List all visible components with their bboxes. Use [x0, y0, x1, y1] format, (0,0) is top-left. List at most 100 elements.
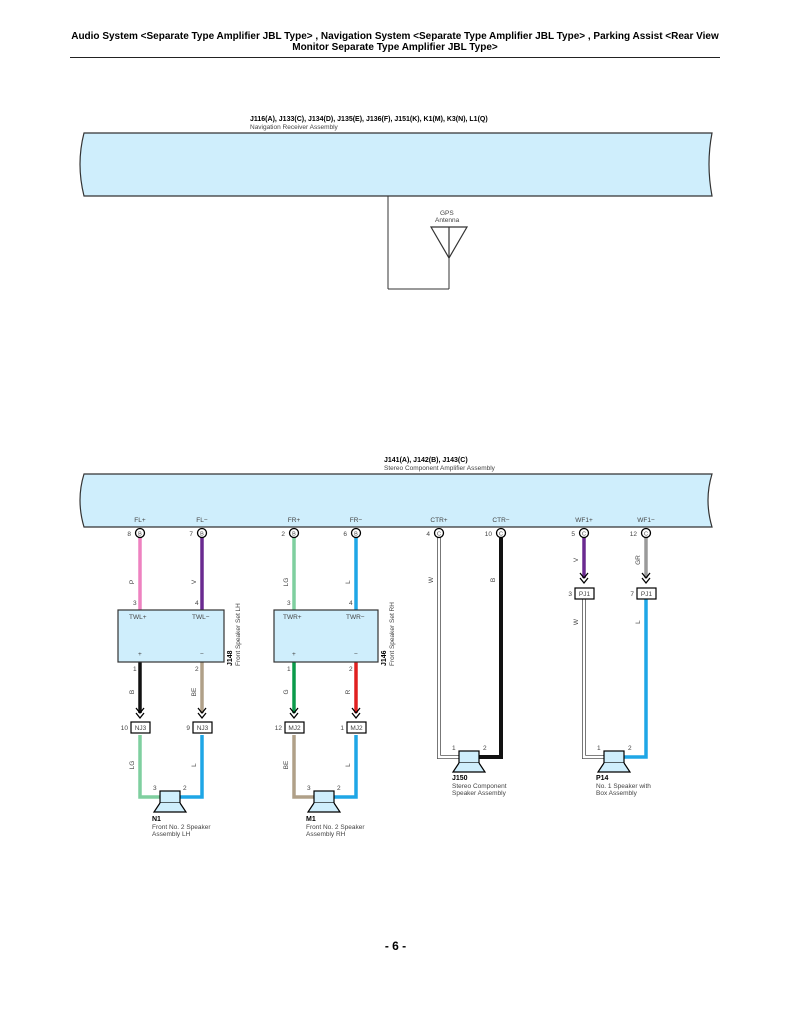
- terminal-pin: 12: [630, 531, 638, 538]
- amplifier-name: Stereo Component Amplifier Assembly: [384, 465, 496, 472]
- junction-pj1-a: PJ1 3: [568, 587, 595, 600]
- speaker-p14-line1: No. 1 Speaker with: [596, 783, 651, 790]
- speaker-n1-icon: [152, 790, 188, 813]
- wire-label-fr-minus: L: [345, 580, 352, 584]
- junction-pj1-b: PJ1 7: [630, 587, 657, 600]
- speaker-p14-code: P14: [596, 775, 609, 782]
- junction-label: NJ3: [197, 725, 209, 732]
- speaker-set-lh-pin-4: 4: [195, 600, 199, 607]
- nav-receiver-name: Navigation Receiver Assembly: [250, 124, 339, 131]
- junction-arrows: [135, 572, 651, 720]
- junction-label: PJ1: [579, 591, 591, 598]
- header-rule: [70, 57, 720, 58]
- speaker-m1-pin-b: 2: [337, 785, 341, 792]
- speaker-set-rh-pin-4: 4: [349, 600, 353, 607]
- wire-label-fl-plus: P: [129, 580, 136, 584]
- terminal-conn: B: [138, 532, 142, 538]
- terminal-fr-minus: B 6: [343, 527, 362, 539]
- terminal-conn: C: [499, 532, 503, 538]
- wire-label-fl-minus: V: [191, 579, 198, 584]
- terminal-label-fr-plus: FR+: [288, 517, 301, 524]
- amplifier-connectors: J141(A), J142(B), J143(C): [384, 457, 468, 464]
- terminal-pin: 6: [343, 531, 347, 538]
- terminal-pin: 7: [189, 531, 193, 538]
- wire-label-wf-minus: GR: [635, 555, 642, 565]
- speaker-m1-pin-a: 3: [307, 785, 311, 792]
- speaker-j150-line2: Speaker Assembly: [452, 790, 507, 797]
- wire-label-lh-plus-out: B: [129, 690, 136, 694]
- terminal-pin: 10: [485, 531, 493, 538]
- speaker-set-lh-code: J148: [227, 650, 234, 666]
- junction-label: MJ2: [288, 725, 301, 732]
- terminal-conn: C: [582, 532, 586, 538]
- terminal-label-wf1-minus: WF1−: [637, 517, 655, 524]
- terminal-ctr-minus: C 10: [485, 527, 507, 539]
- wire-label-wf-minus-lower: L: [635, 620, 642, 624]
- speaker-j150-code: J150: [452, 775, 468, 782]
- wire-label-wf-plus-lower: W: [573, 618, 580, 625]
- speaker-set-lh-pin-3: 3: [133, 600, 137, 607]
- speaker-p14-line2: Box Assembly: [596, 790, 638, 797]
- speaker-m1-line1: Front No. 2 Speaker: [306, 824, 365, 831]
- speaker-set-rh-code: J146: [381, 650, 388, 666]
- wire-ctr-minus: [478, 538, 503, 759]
- terminal-label-fl-minus: FL−: [196, 517, 208, 524]
- speaker-set-lh-in-plus: TWL+: [129, 614, 147, 621]
- speaker-n1-pin-b: 2: [183, 785, 187, 792]
- wire-label-wf-plus: V: [573, 557, 580, 562]
- speaker-set-lh-out-minus: −: [200, 651, 204, 658]
- terminal-conn: C: [437, 532, 441, 538]
- speaker-set-lh: TWL+ TWL− + − 3 4 1 2: [117, 600, 225, 673]
- wire-label-fr-plus: LG: [283, 578, 290, 587]
- wire-m1-minus: [334, 735, 358, 799]
- speaker-m1-icon: [306, 790, 342, 813]
- wire-label-n1-minus: L: [191, 763, 198, 767]
- terminal-label-ctr-plus: CTR+: [430, 517, 447, 524]
- speaker-set-lh-name: Front Speaker Set LH: [235, 603, 242, 666]
- page-header: Audio System <Separate Type Amplifier JB…: [70, 31, 720, 53]
- page-number: - 6 -: [384, 939, 407, 953]
- gps-label-line2: Antenna: [435, 217, 460, 224]
- junction-nj3-a: NJ3 10: [121, 721, 151, 734]
- junction-nj3-b: NJ3 9: [186, 721, 213, 734]
- speaker-set-rh-out-plus: +: [292, 651, 296, 658]
- speaker-m1-line2: Assembly RH: [306, 831, 346, 838]
- wire-n1-minus: [180, 735, 204, 799]
- terminal-pin: 4: [426, 531, 430, 538]
- terminal-wf1-plus: C 5: [571, 527, 590, 539]
- speaker-set-rh: TWR+ TWR− + − 3 4 1 2: [273, 600, 379, 673]
- speaker-j150-line1: Stereo Component: [452, 783, 507, 790]
- speaker-set-rh-pin-1: 1: [287, 666, 291, 673]
- wire-label-lh-minus-out: BE: [191, 687, 198, 696]
- wire-label-m1-minus: L: [345, 763, 352, 767]
- speaker-set-rh-in-plus: TWR+: [283, 614, 302, 621]
- header-title-line1: Audio System <Separate Type Amplifier JB…: [71, 31, 719, 42]
- wire-ctr-plus: [437, 538, 459, 759]
- terminal-label-wf1-plus: WF1+: [575, 517, 593, 524]
- junction-mj2-a: MJ2 12: [275, 721, 305, 734]
- wire-label-ctr-minus: B: [490, 578, 497, 582]
- speaker-p14-pin-a: 1: [597, 745, 601, 752]
- wire-label-m1-plus: BE: [283, 760, 290, 769]
- wire-m1-plus: [292, 735, 314, 799]
- terminal-conn: B: [292, 532, 296, 538]
- terminal-conn: B: [354, 532, 358, 538]
- terminal-pin: 8: [127, 531, 131, 538]
- junction-pin: 1: [340, 725, 344, 732]
- wire-label-n1-plus: LG: [129, 761, 136, 770]
- amp-terminals: B 8 B 7 B 2 B 6 C 4 C 10 C: [127, 527, 652, 539]
- speaker-p14-pin-b: 2: [628, 745, 632, 752]
- junction-pin: 3: [568, 591, 572, 598]
- speaker-set-rh-out-minus: −: [354, 651, 358, 658]
- terminal-wf1-minus: C 12: [630, 527, 652, 539]
- junction-mj2-b: MJ2 1: [340, 721, 367, 734]
- terminal-fr-plus: B 2: [281, 527, 300, 539]
- speaker-n1-line1: Front No. 2 Speaker: [152, 824, 211, 831]
- header-title-line2: Monitor Separate Type Amplifier JBL Type…: [292, 42, 498, 53]
- speaker-j150-pin-b: 2: [483, 745, 487, 752]
- junction-pin: 10: [121, 725, 129, 732]
- wire-n1-plus: [138, 735, 160, 799]
- amplifier-box: [79, 473, 713, 528]
- junction-pin: 12: [275, 725, 283, 732]
